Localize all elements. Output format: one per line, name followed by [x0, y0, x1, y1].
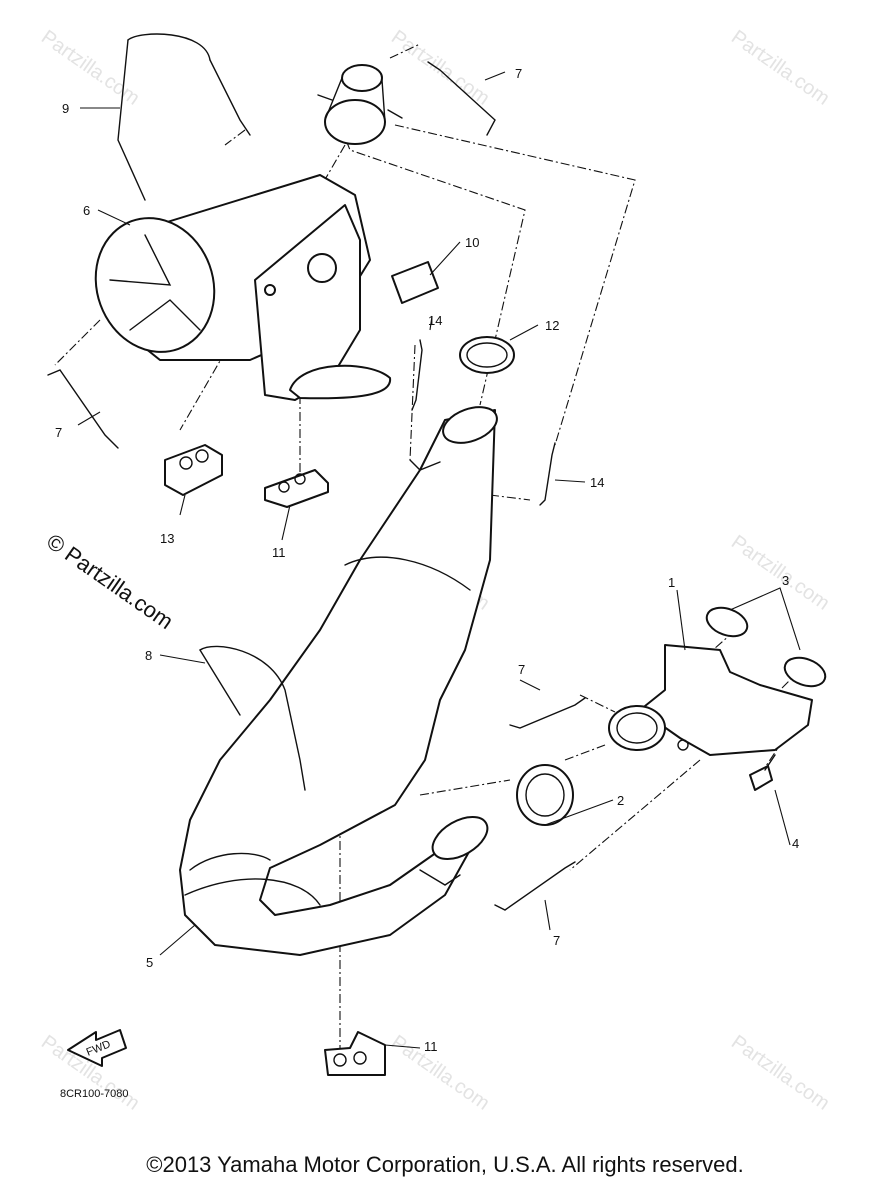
spring-14-right [539, 442, 556, 506]
callout-14-right: 14 [590, 475, 604, 490]
callout-11-upper: 11 [272, 545, 286, 560]
spring-8-part [199, 645, 306, 791]
gasket-3-part [705, 606, 827, 688]
diagram-code: 8CR100-7080 [60, 1088, 129, 1100]
exhaust-pipe-part [179, 406, 498, 956]
spring-7-mid [509, 697, 586, 729]
watermark-prominent: © Partzilla.com [42, 529, 178, 635]
seal-ring-2-part [516, 764, 574, 826]
silencer-part [94, 174, 392, 401]
spring-9-part [117, 33, 251, 201]
bracket-11-upper-part [264, 469, 329, 508]
callout-6: 6 [83, 203, 90, 218]
callout-9: 9 [62, 101, 69, 116]
watermark: Partzilla.com [727, 26, 833, 110]
bracket-13-part [164, 444, 223, 496]
callout-1: 1 [668, 575, 675, 590]
callout-labels: 9 6 7 10 14 12 7 14 13 11 1 3 8 7 2 4 5 … [55, 66, 799, 1054]
fwd-arrow-icon: FWD [67, 1029, 127, 1067]
callout-7-low: 7 [553, 933, 560, 948]
watermark: Partzilla.com [387, 1031, 493, 1115]
callout-7-left: 7 [55, 425, 62, 440]
callout-2: 2 [617, 793, 624, 808]
callout-8: 8 [145, 648, 152, 663]
callout-10: 10 [465, 235, 479, 250]
watermark: Partzilla.com [387, 26, 493, 110]
bolt-4-part [749, 754, 776, 791]
callout-7-top: 7 [515, 66, 522, 81]
joint-part [317, 64, 403, 145]
watermark: Partzilla.com [37, 26, 143, 110]
callout-11-lower: 11 [424, 1039, 438, 1054]
callout-12: 12 [545, 318, 559, 333]
spring-7-low [494, 861, 576, 911]
spring-7-top [427, 61, 496, 136]
callout-4: 4 [792, 836, 799, 851]
damper-10-part [391, 261, 439, 304]
bracket-11-lower-part [324, 1031, 386, 1076]
callout-3: 3 [782, 573, 789, 588]
spring-7-left [47, 369, 119, 449]
leader-lines [77, 71, 801, 1049]
spring-14-upper [411, 339, 423, 411]
callout-7-mid: 7 [518, 662, 525, 677]
gasket-12-part [459, 336, 515, 374]
copyright-notice: ©2013 Yamaha Motor Corporation, U.S.A. A… [146, 1152, 744, 1177]
watermark: Partzilla.com [727, 531, 833, 615]
watermark: Partzilla.com [727, 1031, 833, 1115]
callout-13: 13 [160, 531, 174, 546]
callout-5: 5 [146, 955, 153, 970]
exhaust-parts-diagram: Partzilla.com Partzilla.com Partzilla.co… [37, 26, 833, 1115]
manifold-1-part [608, 644, 813, 756]
callout-14-upper: 14 [428, 313, 442, 328]
